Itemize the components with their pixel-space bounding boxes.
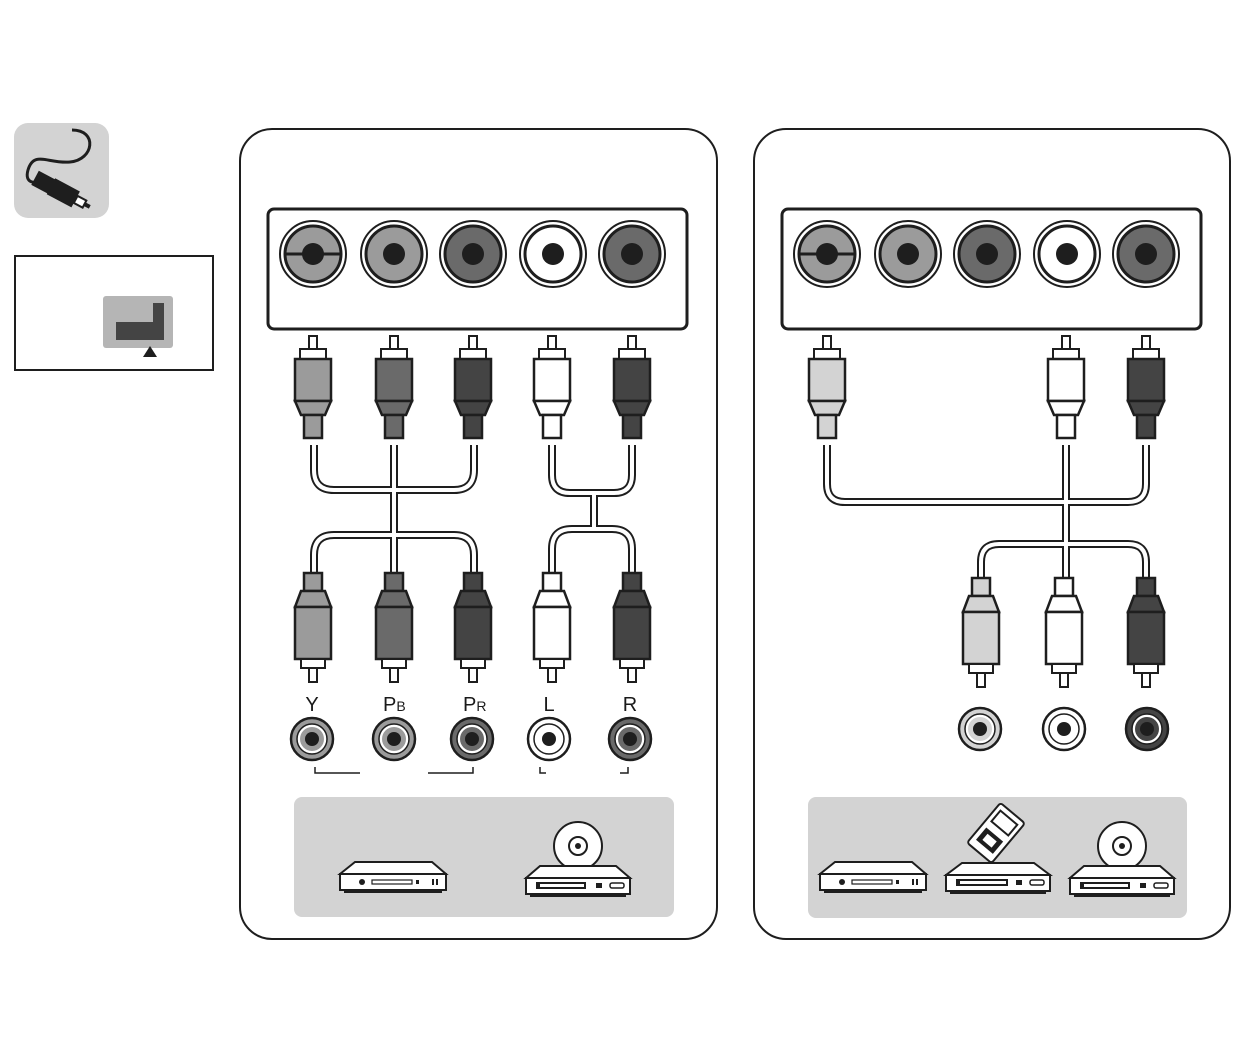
label-y: Y [305, 694, 318, 716]
label-r: R [623, 694, 637, 716]
tv-jack-pr [954, 221, 1020, 287]
device-jack-video [959, 708, 1001, 750]
cable-plug-icon [14, 123, 109, 218]
tv-jack-video [794, 221, 860, 287]
tv-jack-audio-r [599, 221, 665, 287]
label-l: L [543, 694, 554, 716]
panel-right [754, 129, 1230, 939]
tv-jack-y [280, 221, 346, 287]
dvd-recorder-icon [340, 862, 446, 893]
device-jack-audio-l [1043, 708, 1085, 750]
device-area [294, 797, 674, 917]
tv-jack-audio-l [1034, 221, 1100, 287]
tv-jack-audio-r [1113, 221, 1179, 287]
tv-jack-pb [875, 221, 941, 287]
device-jack-audio-r [609, 718, 651, 760]
dvd-recorder-icon [820, 862, 926, 893]
panel-left: Y PB PR L R [240, 129, 717, 939]
label-pr: PR [463, 694, 486, 716]
label-pb: PB [383, 694, 406, 716]
tv-jack-pr [440, 221, 506, 287]
device-jack-y [291, 718, 333, 760]
device-jack-audio-l [528, 718, 570, 760]
input-connector-icon [15, 256, 213, 370]
tv-jack-pb [361, 221, 427, 287]
device-jack-audio-r [1126, 708, 1168, 750]
tv-jack-audio-l [520, 221, 586, 287]
device-jack-pr [451, 718, 493, 760]
device-jack-pb [373, 718, 415, 760]
